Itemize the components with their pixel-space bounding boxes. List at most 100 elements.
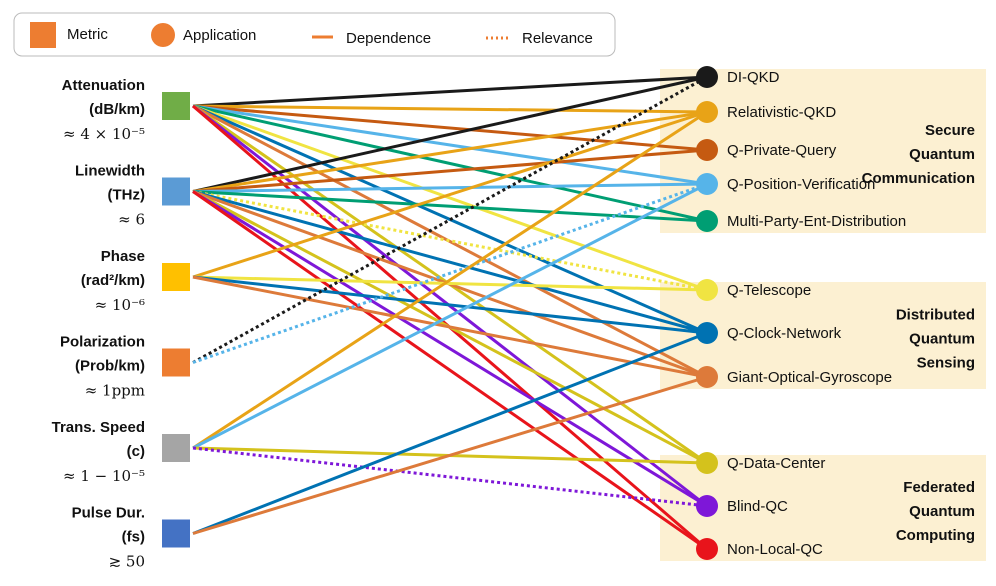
application-label: Q-Data-Center <box>727 455 825 472</box>
metric-node <box>162 434 190 462</box>
group-title-line: Distributed <box>896 307 975 324</box>
dependence-edge <box>192 104 708 114</box>
metric-title: Trans. Speed <box>52 419 145 436</box>
group-title-line: Sensing <box>917 355 975 372</box>
metric-ph: Phase (rad²/km) ≈ 10⁻⁶ <box>81 248 190 314</box>
legend-application-label: Application <box>183 27 256 44</box>
application-node <box>696 452 718 474</box>
legend-dependence-label: Dependence <box>346 30 431 47</box>
metric-node <box>162 263 190 291</box>
dependence-edge <box>192 182 708 193</box>
dependence-edge <box>192 190 708 223</box>
application-qdc: Q-Data-Center <box>696 452 825 474</box>
legend-relevance-label: Relevance <box>522 30 593 47</box>
metric-node <box>162 92 190 120</box>
dependence-edge <box>192 148 708 193</box>
dependence-edge <box>192 75 708 193</box>
dependence-edge <box>192 104 708 152</box>
legend: Metric Application Dependence Relevance <box>13 12 616 57</box>
application-label: DI-QKD <box>727 69 780 86</box>
metric-title: Pulse Dur. <box>72 505 145 522</box>
metric-pd: Pulse Dur. (fs) ≳ 50 <box>72 505 190 571</box>
dependence-edge <box>192 104 708 292</box>
application-node <box>696 101 718 123</box>
application-qtel: Q-Telescope <box>696 279 811 301</box>
dependence-edge <box>192 190 708 508</box>
dependence-edge <box>192 190 708 551</box>
dependence-edge <box>192 104 708 223</box>
dependence-edge <box>192 75 708 108</box>
metric-unit: (fs) <box>122 529 145 546</box>
dependence-edge <box>192 331 708 535</box>
metric-value: ≈ 6 <box>118 211 145 229</box>
application-gog: Giant-Optical-Gyroscope <box>696 366 892 388</box>
application-label: Multi-Party-Ent-Distribution <box>727 213 906 230</box>
application-nlqc: Non-Local-QC <box>696 538 823 560</box>
dependence-edge <box>192 190 708 335</box>
application-node <box>696 210 718 232</box>
application-bqc: Blind-QC <box>696 495 788 517</box>
metric-value: ≈ 4 × 10⁻⁵ <box>63 125 145 143</box>
metric-node <box>162 348 190 377</box>
application-qclk: Q-Clock-Network <box>696 322 842 344</box>
application-diqkd: DI-QKD <box>696 66 780 88</box>
applications: DI-QKD Relativistic-QKD Q-Private-QueryQ-P… <box>696 66 906 560</box>
dependence-edge <box>192 375 708 535</box>
application-label: Q-Position-Verification <box>727 176 875 193</box>
application-rqkd: Relativistic-QKD <box>696 101 836 123</box>
application-node <box>696 322 718 344</box>
group-title-line: Secure <box>925 122 975 139</box>
metric-node <box>162 519 190 548</box>
metric-unit: (rad²/km) <box>81 272 145 289</box>
application-node <box>696 538 718 560</box>
group-title-line: Quantum <box>909 146 975 163</box>
metric-title: Linewidth <box>75 163 145 180</box>
application-node <box>696 139 718 161</box>
dependence-edge <box>192 275 708 292</box>
application-label: Blind-QC <box>727 498 788 515</box>
metric-unit: (Prob/km) <box>75 358 145 375</box>
edges <box>192 75 708 551</box>
application-label: Q-Telescope <box>727 282 811 299</box>
group-title-line: Federated <box>903 479 975 496</box>
legend-metric-swatch <box>30 22 56 48</box>
relevance-edge <box>192 75 708 364</box>
application-mped: Multi-Party-Ent-Distribution <box>696 210 906 232</box>
relevance-edge <box>192 446 708 508</box>
application-node <box>696 366 718 388</box>
metric-unit: (c) <box>127 443 145 460</box>
legend-metric-label: Metric <box>67 26 108 43</box>
legend-application-swatch <box>151 23 175 47</box>
group-title-line: Quantum <box>909 503 975 520</box>
metric-title: Polarization <box>60 334 145 351</box>
application-qpq: Q-Private-Query <box>696 139 837 161</box>
application-label: Q-Private-Query <box>727 142 837 159</box>
relevance-edge <box>192 182 708 364</box>
metric-lw: Linewidth (THz) ≈ 6 <box>75 163 190 229</box>
application-label: Non-Local-QC <box>727 541 823 558</box>
metric-title: Attenuation <box>62 77 145 94</box>
application-node <box>696 279 718 301</box>
metric-unit: (dB/km) <box>89 101 145 118</box>
application-label: Q-Clock-Network <box>727 325 842 342</box>
dependence-edge <box>192 110 708 450</box>
metric-value: ≈ 10⁻⁶ <box>95 296 145 314</box>
application-label: Giant-Optical-Gyroscope <box>727 369 892 386</box>
application-node <box>696 66 718 88</box>
dependence-edge <box>192 104 708 186</box>
application-node <box>696 173 718 195</box>
metric-value: ≳ 50 <box>109 553 145 571</box>
metric-node <box>162 177 190 206</box>
application-label: Relativistic-QKD <box>727 104 836 121</box>
metric-title: Phase <box>101 248 145 265</box>
metric-unit: (THz) <box>108 187 146 204</box>
dependence-edge <box>192 110 708 193</box>
metric-pol: Polarization (Prob/km) ≈ 1ppm <box>60 334 190 400</box>
dependence-edge <box>192 182 708 450</box>
metrics: Attenuation (dB/km) ≈ 4 × 10⁻⁵ Linewidth (TH… <box>52 77 190 571</box>
metric-value: ≈ 1ppm <box>85 382 145 400</box>
dependence-edge <box>192 275 708 379</box>
group-title-line: Communication <box>862 170 975 187</box>
metric-att: Attenuation (dB/km) ≈ 4 × 10⁻⁵ <box>62 77 190 143</box>
